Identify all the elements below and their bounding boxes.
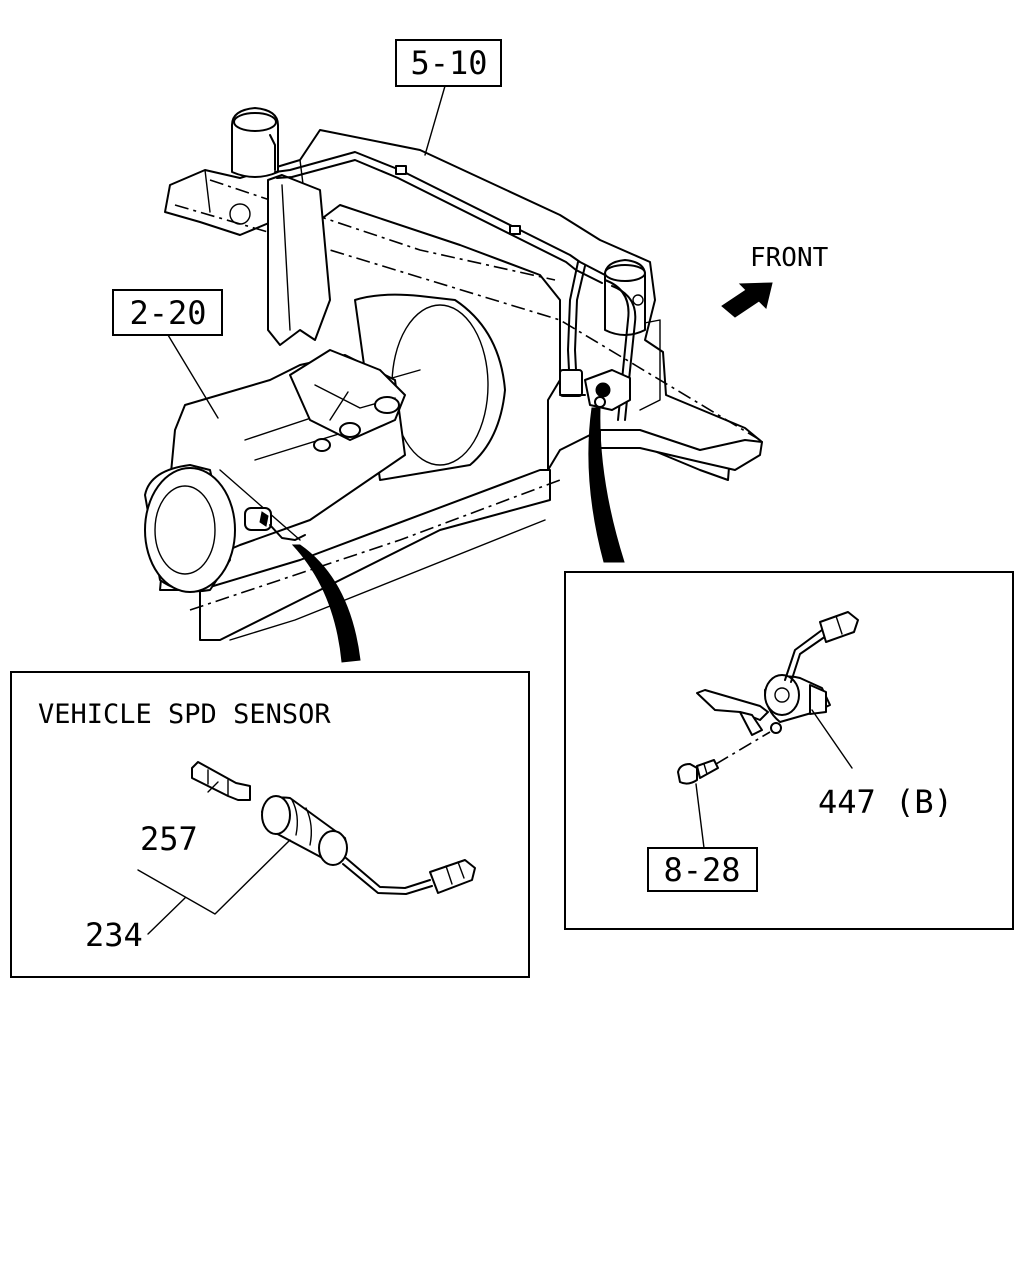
pointer-to-speed-sensor [291, 544, 361, 663]
leader-8-28 [695, 783, 705, 849]
leader-447 [811, 709, 853, 769]
callout-8-28-label: 8-28 [663, 851, 740, 889]
callout-2-20: 2-20 [112, 289, 223, 336]
transmission [144, 293, 506, 593]
detail-slave-cylinder: 447 (B) 8-28 [564, 571, 1014, 930]
part-label-234: 234 [85, 916, 143, 954]
callout-2-20-label: 2-20 [129, 294, 206, 332]
part-label-447: 447 (B) [818, 783, 953, 821]
leader-234 [147, 897, 186, 935]
detail-vehicle-speed-sensor: VEHICLE SPD SENSOR 257 234 [10, 671, 530, 978]
pointer-to-slave-cylinder [588, 407, 625, 563]
slave-cylinder-detail [696, 611, 859, 736]
front-indicator: FRONT [721, 243, 829, 318]
master-cylinder-reservoir [231, 107, 279, 178]
leader-5-10 [424, 85, 446, 156]
clutch-slave-cylinder [559, 369, 631, 411]
callout-5-10-label: 5-10 [410, 44, 487, 82]
mounting-bolt [677, 759, 719, 785]
speed-sensor-body [261, 795, 476, 895]
leader-2-20 [167, 334, 219, 419]
front-arrow-icon [721, 282, 773, 318]
driven-gear-pin [191, 761, 251, 801]
front-label: FRONT [750, 243, 829, 273]
bolt-axis-dashed [715, 731, 771, 765]
callout-5-10: 5-10 [395, 39, 502, 87]
leader-234-bracket [137, 839, 291, 915]
part-label-257: 257 [140, 820, 198, 858]
detail-title: VEHICLE SPD SENSOR [38, 699, 331, 730]
brake-pipes [274, 151, 637, 421]
